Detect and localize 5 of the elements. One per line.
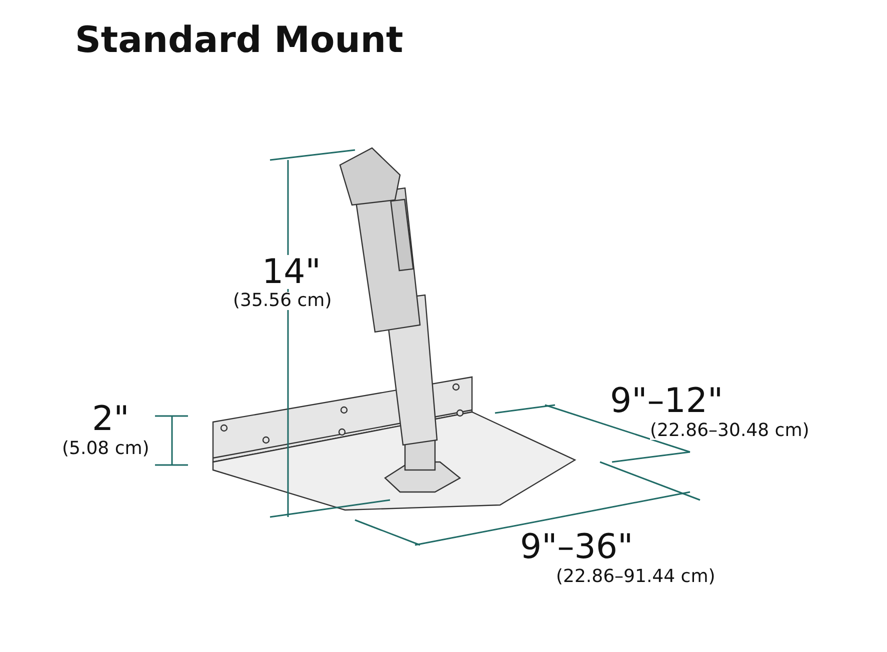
dimension-metric: (22.86–91.44 cm) [556, 568, 716, 586]
dimension-metric: (5.08 cm) [62, 440, 150, 458]
title: Standard Mount [75, 20, 404, 61]
dimension-metric: (22.86–30.48 cm) [650, 422, 810, 440]
dimension-metric: (35.56 cm) [233, 292, 332, 310]
